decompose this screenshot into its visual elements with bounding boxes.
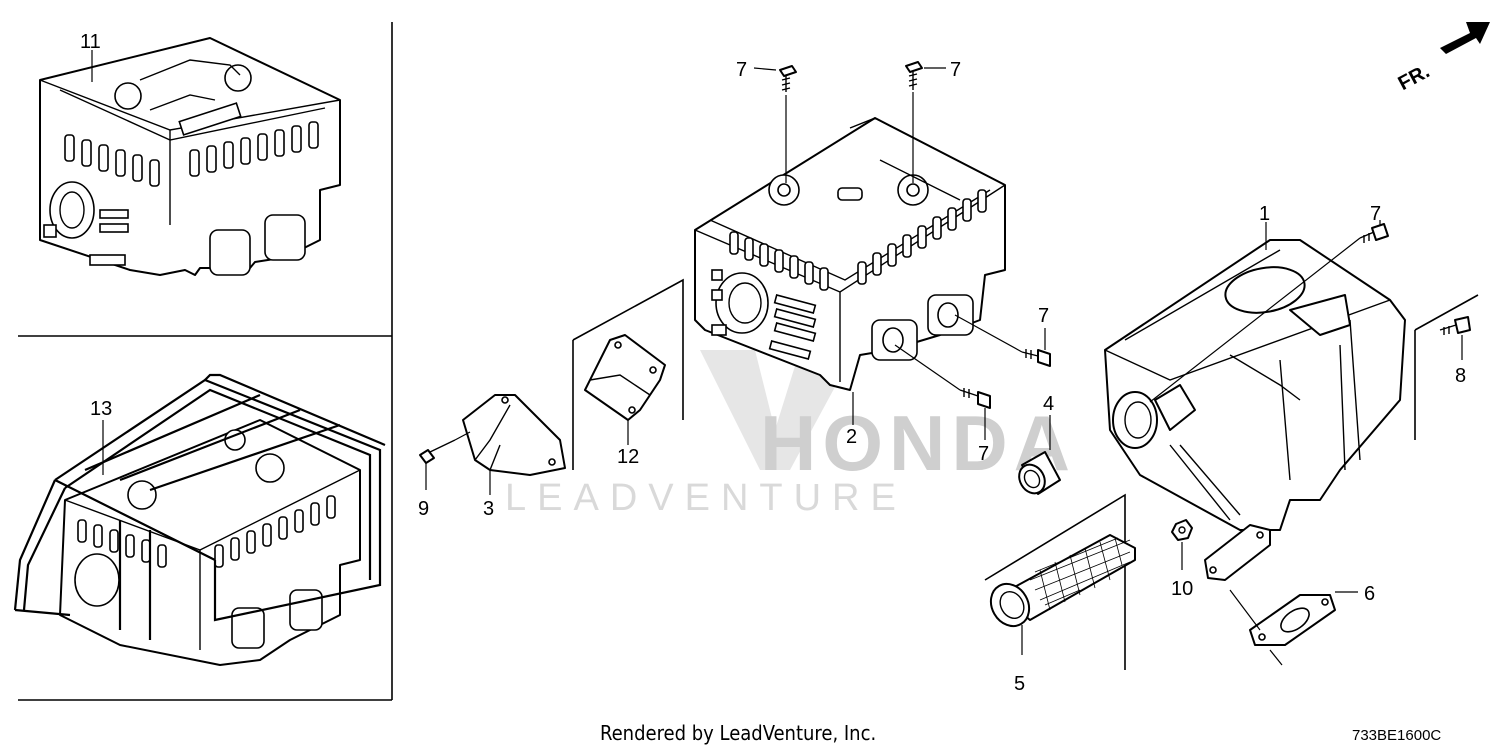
screw-7-side-upper: 7 [954, 305, 1051, 367]
callout-6: 6 [1364, 583, 1375, 605]
callout-3: 3 [483, 498, 494, 520]
callout-12: 12 [617, 446, 639, 468]
part-13-protector-guard: 13 [13, 373, 386, 666]
part-9-screw: 9 [418, 431, 471, 520]
callout-2: 2 [846, 426, 857, 448]
screw-7-muffler: 7 [1149, 203, 1389, 403]
front-direction-indicator: FR. [1395, 22, 1490, 95]
part-3-cover: 3 [462, 394, 566, 520]
part-1-muffler: 1 [1104, 203, 1406, 581]
part-11-protector-alt: 11 [39, 31, 341, 276]
part-5-spark-arrester: 5 [984, 493, 1136, 695]
front-direction-label: FR. [1395, 60, 1434, 95]
callout-7-d: 7 [978, 443, 989, 465]
watermark-brand: HONDA [760, 399, 1076, 487]
callout-4: 4 [1043, 393, 1054, 415]
screw-7-top-right: 7 [905, 59, 961, 183]
part-6-gasket: 6 [1229, 583, 1375, 666]
callout-5: 5 [1014, 673, 1025, 695]
footer-credit: Rendered by LeadVenture, Inc. [600, 721, 876, 745]
callout-9: 9 [418, 498, 429, 520]
callout-7-c: 7 [1038, 305, 1049, 327]
part-4-sleeve: 4 [1018, 393, 1061, 495]
screw-7-side-lower: 7 [894, 344, 991, 465]
inset-panel-frame [18, 22, 393, 701]
screw-7-top-left: 7 [736, 59, 797, 183]
part-12-panel: 12 [572, 278, 684, 470]
front-arrow-icon [1440, 22, 1490, 54]
callout-7-e: 7 [1370, 203, 1381, 225]
callout-11: 11 [80, 31, 101, 53]
callout-1: 1 [1259, 203, 1270, 225]
part-2-muffler-protector: 2 [694, 117, 1006, 448]
callout-7-a: 7 [736, 59, 747, 81]
diagram-code: 733BE1600C [1352, 727, 1441, 744]
callout-8: 8 [1455, 365, 1466, 387]
callout-7-b: 7 [950, 59, 961, 81]
part-8-screw: 8 [1414, 294, 1479, 440]
watermark: HONDA LEADVENTURE [505, 350, 1076, 519]
callout-10: 10 [1171, 578, 1193, 600]
callout-13: 13 [90, 398, 112, 420]
part-10-nut: 10 [1171, 519, 1193, 600]
watermark-sub: LEADVENTURE [505, 477, 907, 519]
